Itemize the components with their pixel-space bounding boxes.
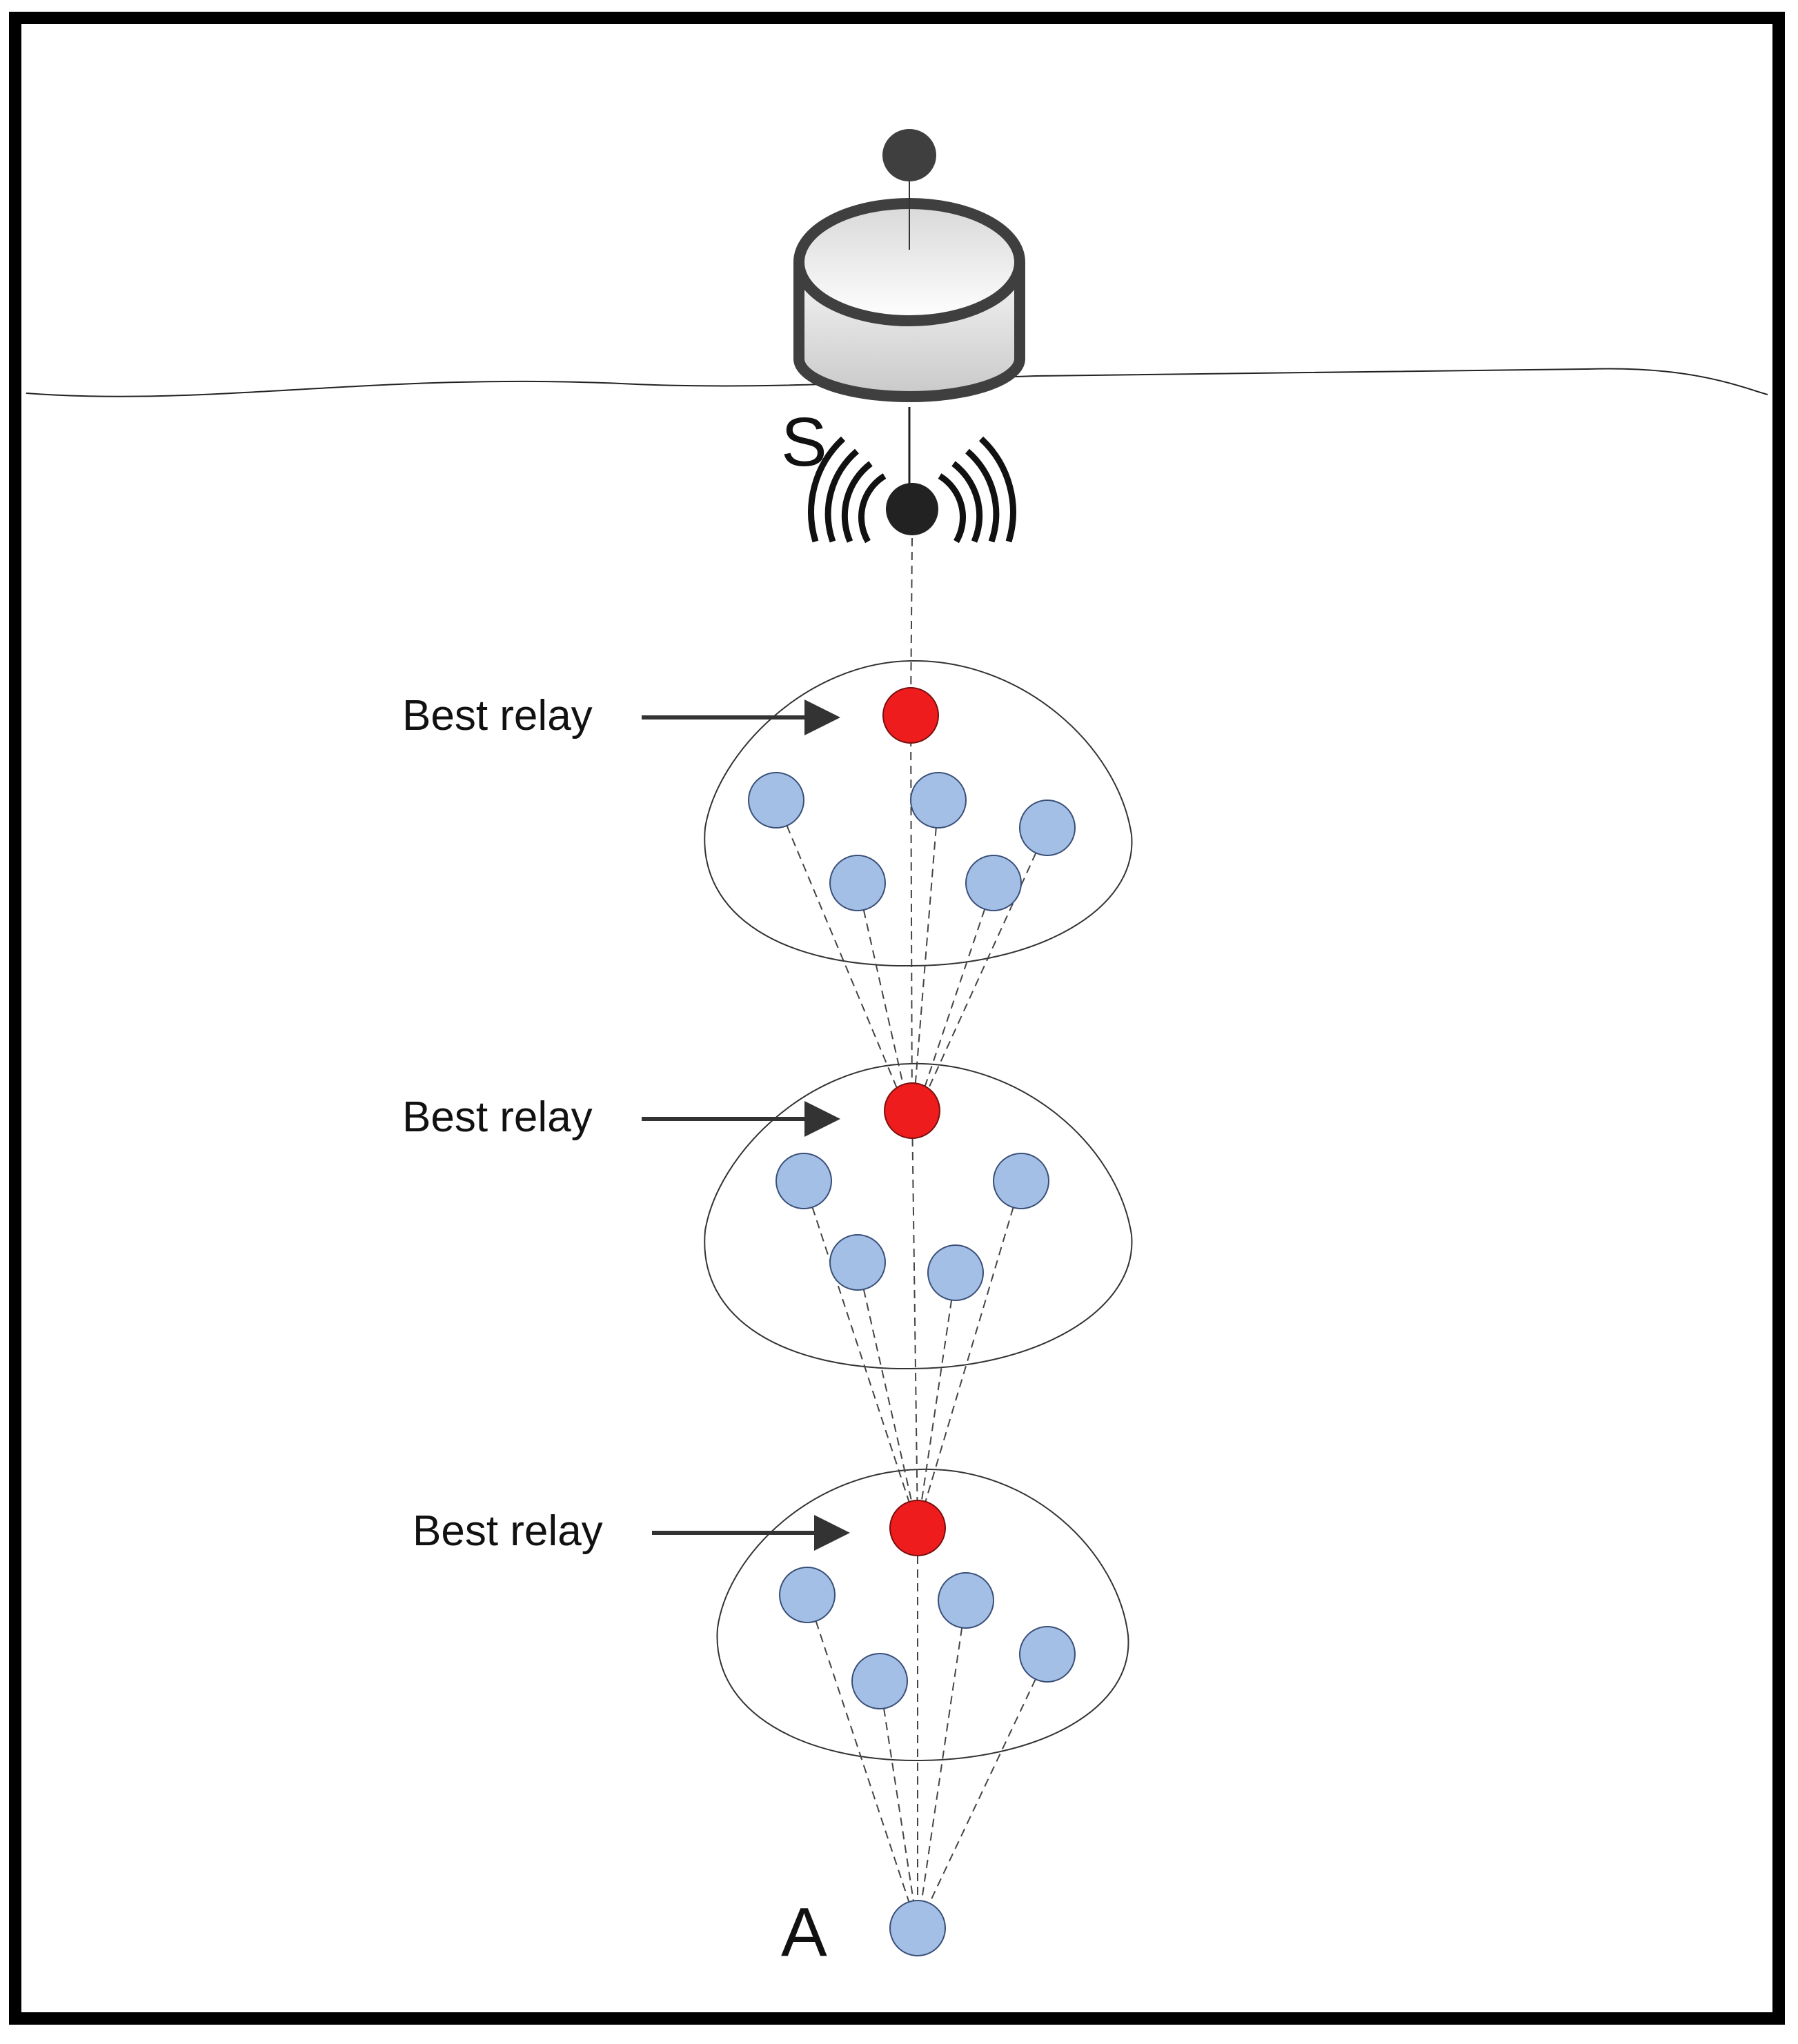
cluster-2-boundary: [704, 1062, 1133, 1370]
sensor-node: [993, 1153, 1049, 1209]
best-relay-label-2: Best relay: [402, 1093, 593, 1141]
sink-label: S: [781, 404, 827, 481]
best-relay-node-1: [882, 687, 939, 744]
best-relay-arrow-2: [642, 1101, 840, 1137]
sensor-node: [851, 1653, 908, 1709]
surface-buoy-icon: [793, 129, 1025, 490]
best-relay-arrow-1: [642, 699, 840, 735]
sensor-node: [965, 855, 1022, 911]
sensor-node: [1019, 1626, 1076, 1683]
cluster-3-boundary: [716, 1468, 1129, 1762]
best-relay-node-3: [889, 1500, 946, 1556]
sensor-node: [910, 772, 967, 828]
sensor-node: [775, 1153, 832, 1209]
best-relay-label-3: Best relay: [413, 1507, 603, 1555]
outer-frame: [9, 12, 1785, 2025]
acoustic-transducer-icon: [808, 436, 1016, 544]
sensor-node: [829, 855, 886, 911]
sensor-node: [1019, 800, 1076, 856]
best-relay-nodes: [882, 687, 946, 1556]
sensor-node: [748, 772, 804, 828]
best-relay-arrow-3: [652, 1515, 850, 1551]
source-node: [889, 1900, 946, 1956]
source-label: A: [781, 1894, 827, 1971]
sensor-node: [927, 1244, 984, 1301]
sensor-nodes: [748, 772, 1076, 1956]
communication-links: [775, 537, 1048, 1929]
sensor-node: [829, 1234, 886, 1291]
best-relay-label-1: Best relay: [402, 692, 593, 740]
cluster-boundaries: [704, 659, 1133, 1762]
cluster-1-boundary: [704, 659, 1133, 967]
sensor-node: [779, 1567, 836, 1623]
sensor-node: [938, 1572, 994, 1629]
best-relay-node-2: [884, 1082, 940, 1139]
